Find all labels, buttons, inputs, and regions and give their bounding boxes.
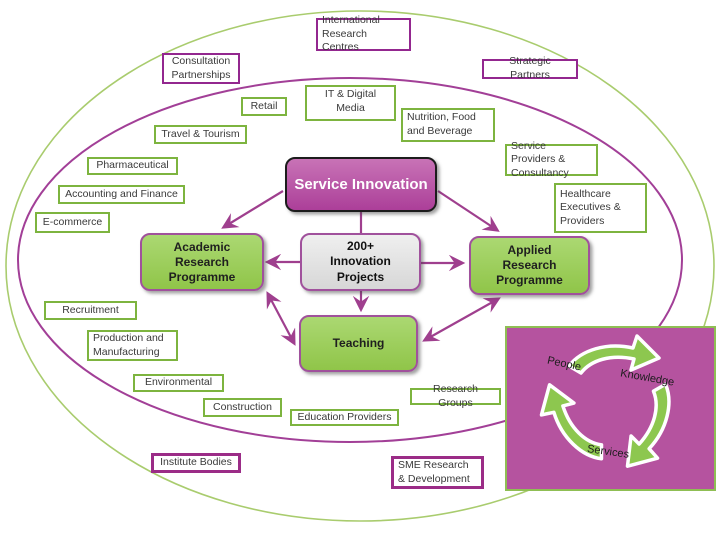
- connector-arrow-double: [422, 297, 501, 342]
- cycle-arrow-top-icon: [567, 334, 661, 375]
- label-box-recruitment: Recruitment: [44, 301, 137, 320]
- innovation-projects-box: 200+ Innovation Projects: [300, 233, 421, 291]
- applied-research-label: Applied Research Programme: [496, 243, 563, 287]
- label-box-e-commerce: E-commerce: [35, 212, 110, 233]
- inner-ellipse: [17, 77, 683, 443]
- label-box-retail: Retail: [241, 97, 287, 116]
- label-text: Construction: [213, 400, 272, 413]
- label-text: IT & Digital Media: [324, 88, 377, 114]
- label-box-healthcare-executives-providers: Healthcare Executives & Providers: [554, 183, 647, 233]
- label-box-production-manufacturing: Production and Manufacturing: [87, 330, 178, 361]
- label-box-institute-bodies: Institute Bodies: [151, 453, 241, 473]
- service-innovation-box: Service Innovation: [285, 157, 437, 212]
- label-text: Service Providers & Consultancy: [511, 139, 569, 179]
- label-box-accounting-finance: Accounting and Finance: [58, 185, 185, 204]
- innovation-projects-label: 200+ Innovation Projects: [330, 238, 391, 284]
- label-box-pharmaceutical: Pharmaceutical: [87, 157, 178, 175]
- label-text: Production and Manufacturing: [93, 331, 164, 358]
- cycle-arrow-right-icon: [612, 379, 694, 479]
- label-box-construction: Construction: [203, 398, 282, 417]
- label-box-sme-research-development: SME Research & Development: [391, 456, 484, 489]
- label-text: Nutrition, Food and Beverage: [407, 111, 476, 137]
- label-text: Education Providers: [297, 410, 392, 423]
- label-text: Institute Bodies: [160, 456, 232, 469]
- outer-ellipse: [5, 10, 715, 522]
- label-text: Consultation Partnerships: [171, 54, 231, 81]
- label-box-service-providers-consultancy: Service Providers & Consultancy: [505, 140, 598, 179]
- people-knowledge-services-cycle: People Knowledge Services: [505, 326, 716, 491]
- label-box-environmental: Environmental: [133, 374, 224, 392]
- label-text: SME Research & Development: [398, 458, 470, 485]
- label-box-nutrition-food-beverage: Nutrition, Food and Beverage: [401, 108, 495, 142]
- connector-arrow: [221, 190, 284, 229]
- label-text: Travel & Tourism: [161, 127, 240, 140]
- label-text: Healthcare Executives & Providers: [560, 187, 621, 227]
- label-text: Recruitment: [62, 303, 119, 316]
- label-text: Retail: [250, 99, 278, 112]
- cycle-arrows-icon: [528, 334, 694, 479]
- academic-research-label: Academic Research Programme: [168, 239, 236, 284]
- teaching-box: Teaching: [299, 315, 418, 372]
- label-box-international-research-centres: International Research Centres: [316, 14, 411, 53]
- label-box-strategic-partners: Strategic Partners: [482, 55, 578, 81]
- label-text: Strategic Partners: [509, 55, 551, 81]
- label-text: International Research Centres: [322, 14, 380, 54]
- connector-arrow: [437, 190, 500, 232]
- label-box-it-digital-media: IT & Digital Media: [305, 85, 396, 121]
- label-box-travel-tourism: Travel & Tourism: [154, 125, 247, 144]
- teaching-label: Teaching: [332, 336, 385, 350]
- academic-research-box: Academic Research Programme: [140, 233, 264, 291]
- label-box-education-providers: Education Providers: [290, 409, 399, 426]
- label-text: Environmental: [144, 376, 213, 389]
- label-box-consultation-partnerships: Consultation Partnerships: [162, 53, 240, 84]
- connector-arrow-double: [266, 291, 296, 346]
- cycle-arrow-left-icon: [528, 375, 610, 476]
- label-text: Accounting and Finance: [65, 187, 178, 200]
- label-text: E-commerce: [42, 215, 103, 228]
- label-text: Pharmaceutical: [96, 159, 169, 172]
- label-text: Research Groups: [433, 382, 478, 409]
- service-innovation-label: Service Innovation: [294, 176, 428, 193]
- connector-arrows: [221, 190, 501, 346]
- applied-research-box: Applied Research Programme: [469, 236, 590, 295]
- label-box-research-groups: Research Groups: [410, 383, 501, 409]
